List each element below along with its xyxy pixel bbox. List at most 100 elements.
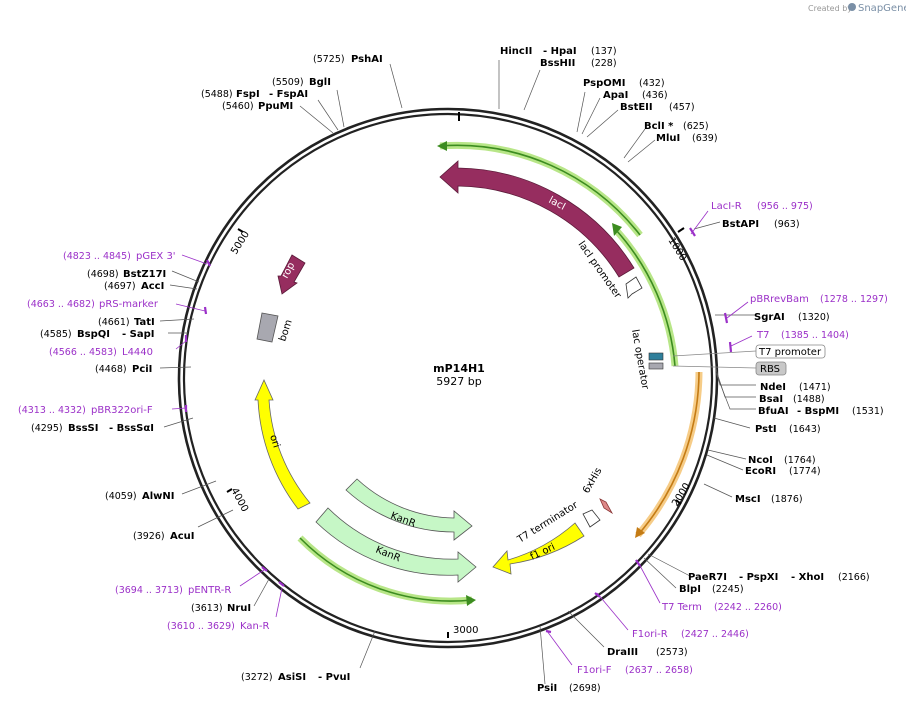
primer-f1orir-name[interactable]: F1ori-R bbox=[632, 629, 668, 640]
primer-pentrr-name[interactable]: pENTR-R bbox=[188, 585, 231, 596]
site-apai-name[interactable]: ApaI bbox=[603, 90, 628, 101]
primer-pentrr-pos: (3694 .. 3713) bbox=[115, 585, 183, 596]
site-blpi-pos: (2245) bbox=[712, 584, 744, 595]
primer-pbrrevbam-pos: (1278 .. 1297) bbox=[820, 294, 888, 305]
site-psii-name[interactable]: PsiI bbox=[537, 683, 557, 694]
tick-3000: 3000 bbox=[453, 625, 478, 636]
site-acui-name[interactable]: AcuI bbox=[170, 531, 195, 542]
site-paer7i-name[interactable]: PaeR7I bbox=[688, 572, 727, 583]
site-ncoi-pos: (1764) bbox=[784, 455, 816, 466]
site-bsai-name[interactable]: BsaI bbox=[759, 394, 783, 405]
plasmid-name: mP14H1 bbox=[433, 362, 485, 375]
site-bsai-pos: (1488) bbox=[793, 394, 825, 405]
tick-4000: 4000 bbox=[228, 486, 250, 514]
site-asisi-pos: (3272) bbox=[241, 672, 273, 683]
primer-pbr322orif-name[interactable]: pBR322ori-F bbox=[91, 405, 153, 416]
site-asisi-name[interactable]: AsiSI bbox=[278, 672, 306, 683]
kanr-feature-1[interactable] bbox=[345, 478, 473, 541]
site-ecori-pos: (1774) bbox=[789, 466, 821, 477]
site-bsshii-name[interactable]: BssHII bbox=[540, 58, 575, 69]
site-tati-name[interactable]: TatI bbox=[134, 317, 155, 328]
site-bgli-name[interactable]: BglI bbox=[309, 77, 331, 88]
site-psti-name[interactable]: PstI bbox=[755, 424, 777, 435]
rbs-box[interactable] bbox=[755, 361, 787, 376]
site-mlui-name[interactable]: MluI bbox=[656, 133, 680, 144]
rbs-label: RBS bbox=[760, 364, 780, 375]
site-msci-name[interactable]: MscI bbox=[735, 494, 761, 505]
site-ndei-name[interactable]: NdeI bbox=[760, 382, 786, 393]
site-ppumi-name[interactable]: PpuMI bbox=[258, 101, 293, 112]
site-ncoi-name[interactable]: NcoI bbox=[748, 455, 773, 466]
site-xhoi-name[interactable]: - XhoI bbox=[791, 572, 824, 583]
site-ecori-name[interactable]: EcoRI bbox=[745, 466, 776, 477]
site-bcli-name[interactable]: BclI * bbox=[644, 121, 674, 132]
primer-pbrrevbam-name[interactable]: pBRrevBam bbox=[750, 294, 809, 305]
site-bstz17i-name[interactable]: BstZ17I bbox=[123, 269, 166, 280]
lac-operator-label: lac operator bbox=[629, 329, 651, 391]
f1-ori-label: f1 ori bbox=[529, 542, 557, 563]
site-bspqi-name[interactable]: BspQI bbox=[77, 329, 110, 340]
primer-f1orif-name[interactable]: F1ori-F bbox=[577, 665, 612, 676]
site-sgrai-name[interactable]: SgrAI bbox=[754, 312, 785, 323]
primer-kanr-name[interactable]: Kan-R bbox=[240, 621, 269, 632]
site-fspai-name[interactable]: - FspAI bbox=[269, 89, 308, 100]
primer-lacir-name[interactable]: LacI-R bbox=[711, 201, 742, 212]
site-sapi-name[interactable]: - SapI bbox=[122, 329, 154, 340]
site-nrui-name[interactable]: NruI bbox=[227, 603, 251, 614]
site-bsteii-name[interactable]: BstEII bbox=[620, 102, 653, 113]
site-paer7i-pos: (2166) bbox=[838, 572, 870, 583]
site-blpi-name[interactable]: BlpI bbox=[679, 584, 701, 595]
site-bfuai-name[interactable]: BfuAI bbox=[758, 406, 789, 417]
site-fspi-name[interactable]: FspI bbox=[236, 89, 260, 100]
t7-terminator-feature[interactable] bbox=[582, 509, 601, 528]
site-bstz17i-pos: (4698) bbox=[87, 269, 119, 280]
kanr-line bbox=[299, 537, 473, 602]
site-bstapi-name[interactable]: BstAPI bbox=[722, 219, 759, 230]
t7-promoter-label: T7 promoter bbox=[758, 347, 822, 358]
laci-promoter-feature[interactable] bbox=[625, 276, 643, 299]
bom-feature[interactable] bbox=[256, 312, 279, 343]
site-draiii-name[interactable]: DraIII bbox=[607, 647, 638, 658]
site-psti-pos: (1643) bbox=[789, 424, 821, 435]
primer-t7-name[interactable]: T7 bbox=[756, 330, 769, 341]
laci-feature[interactable] bbox=[439, 160, 635, 278]
site-pcii-name[interactable]: PciI bbox=[132, 364, 152, 375]
site-pspomi-name[interactable]: PspOMI bbox=[583, 78, 625, 89]
plasmid-size: 5927 bp bbox=[436, 375, 481, 388]
primer-lacir-pos: (956 .. 975) bbox=[757, 201, 813, 212]
rbs-leader bbox=[672, 365, 757, 369]
primer-t7term-name[interactable]: T7 Term bbox=[661, 602, 702, 613]
site-bsssai-name[interactable]: - BssSαI bbox=[109, 423, 154, 434]
site-alwni-name[interactable]: AlwNI bbox=[142, 491, 175, 502]
site-acci-name[interactable]: AccI bbox=[141, 281, 164, 292]
site-bcli-pos: (625) bbox=[683, 121, 709, 132]
f1-ori-feature[interactable] bbox=[492, 522, 585, 575]
site-hincii-pos: (137) bbox=[591, 46, 617, 57]
rop-feature[interactable] bbox=[277, 254, 306, 295]
site-bsteii-pos: (457) bbox=[669, 102, 695, 113]
primer-pgex3-name[interactable]: pGEX 3' bbox=[136, 251, 176, 262]
kanr-line-head bbox=[466, 595, 476, 606]
ori-feature[interactable] bbox=[254, 379, 311, 510]
site-bgli-pos: (5509) bbox=[272, 77, 304, 88]
primer-l4440-name[interactable]: L4440 bbox=[122, 347, 153, 358]
ori-label: ori bbox=[267, 434, 281, 450]
orf-line-head bbox=[635, 527, 645, 538]
site-pvui-name[interactable]: - PvuI bbox=[318, 672, 350, 683]
rbs-feature[interactable] bbox=[648, 362, 664, 370]
site-bsssi-name[interactable]: BssSI bbox=[68, 423, 98, 434]
site-bspmi-name[interactable]: - BspMI bbox=[797, 406, 839, 417]
site-pspxi-name[interactable]: - PspXI bbox=[739, 572, 778, 583]
site-hpai-name[interactable]: - HpaI bbox=[543, 46, 577, 57]
lac-operator-feature[interactable] bbox=[648, 352, 664, 361]
kanr-feature-2[interactable] bbox=[315, 507, 477, 583]
his-tag-feature[interactable] bbox=[599, 498, 614, 515]
tick-5000: 5000 bbox=[229, 229, 252, 256]
site-hincii-name[interactable]: HincII bbox=[500, 46, 532, 57]
primer-prsmarker-name[interactable]: pRS-marker bbox=[99, 299, 159, 310]
site-pshai-name[interactable]: PshAI bbox=[351, 54, 383, 65]
t7-promoter-leader bbox=[672, 350, 757, 357]
t7-promoter-box[interactable] bbox=[755, 344, 826, 359]
laci-line-2-head bbox=[612, 223, 622, 236]
site-pspomi-pos: (432) bbox=[639, 78, 665, 89]
